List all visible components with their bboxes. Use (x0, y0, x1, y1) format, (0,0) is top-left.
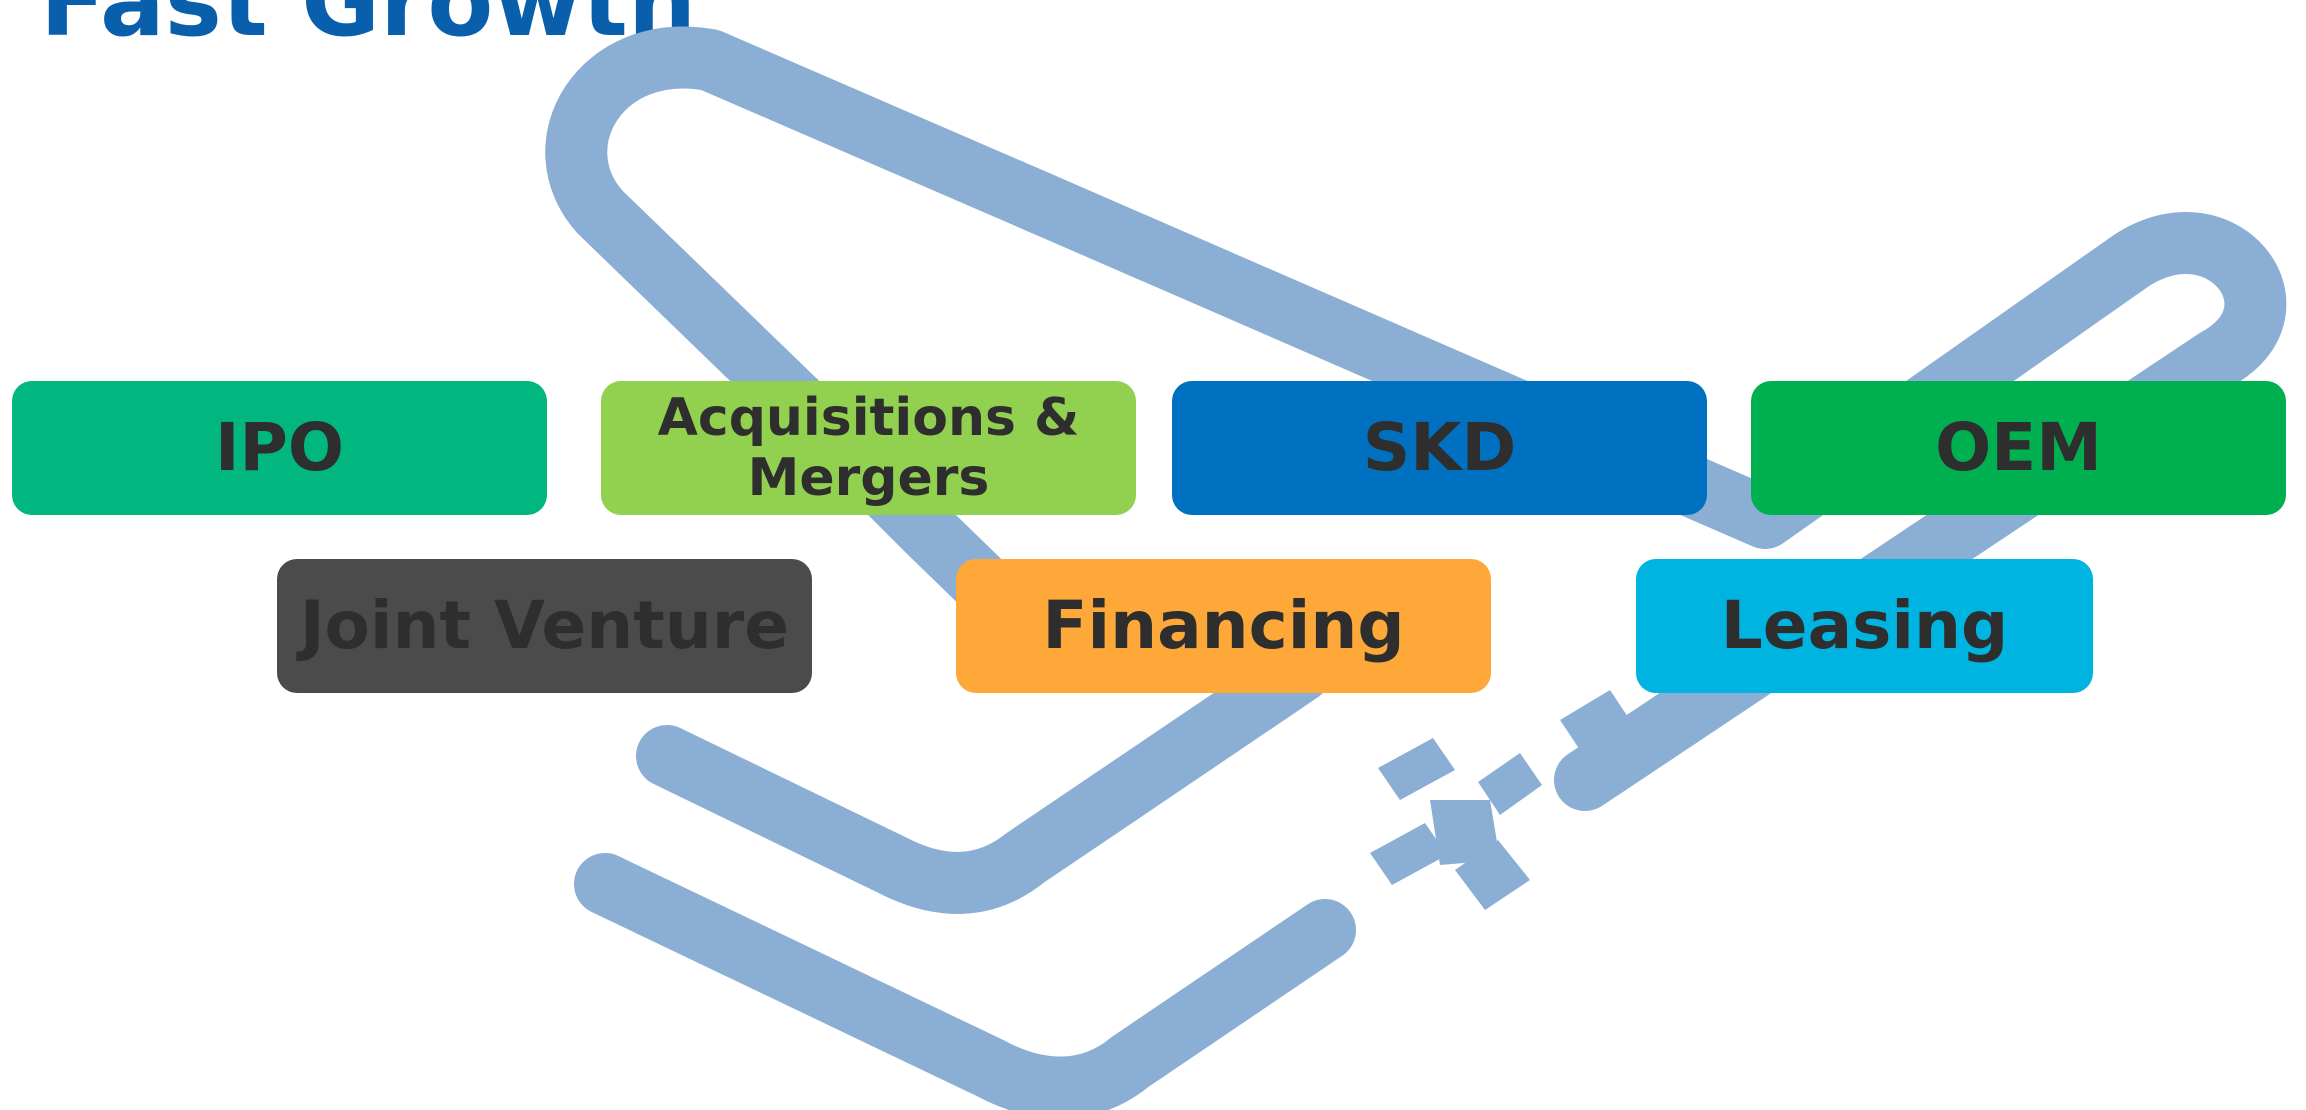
oem-label: OEM (1935, 409, 2102, 486)
oem-box: OEM (1751, 381, 2286, 515)
acquisitions-label-line2: Mergers (747, 448, 990, 508)
plane-tail-fin (1370, 738, 1542, 910)
slide-title: Fast Growth (40, 0, 697, 58)
plane-wing-piece (1560, 690, 1640, 765)
ipo-box: IPO (12, 381, 547, 515)
plane-wing-top (545, 26, 2287, 671)
plane-inner-curve (636, 641, 1331, 914)
financing-box: Financing (956, 559, 1491, 693)
joint-venture-box: Joint Venture (277, 559, 812, 693)
skd-box: SKD (1172, 381, 1707, 515)
acquisitions-mergers-box: Acquisitions & Mergers (601, 381, 1136, 515)
financing-label: Financing (1042, 587, 1405, 664)
leasing-label: Leasing (1720, 587, 2009, 664)
acquisitions-label-line1: Acquisitions & (657, 388, 1080, 448)
ipo-label: IPO (214, 409, 345, 486)
plane-tail-curve (574, 853, 1356, 1110)
joint-venture-label: Joint Venture (299, 587, 790, 664)
skd-label: SKD (1362, 409, 1517, 486)
leasing-box: Leasing (1636, 559, 2093, 693)
